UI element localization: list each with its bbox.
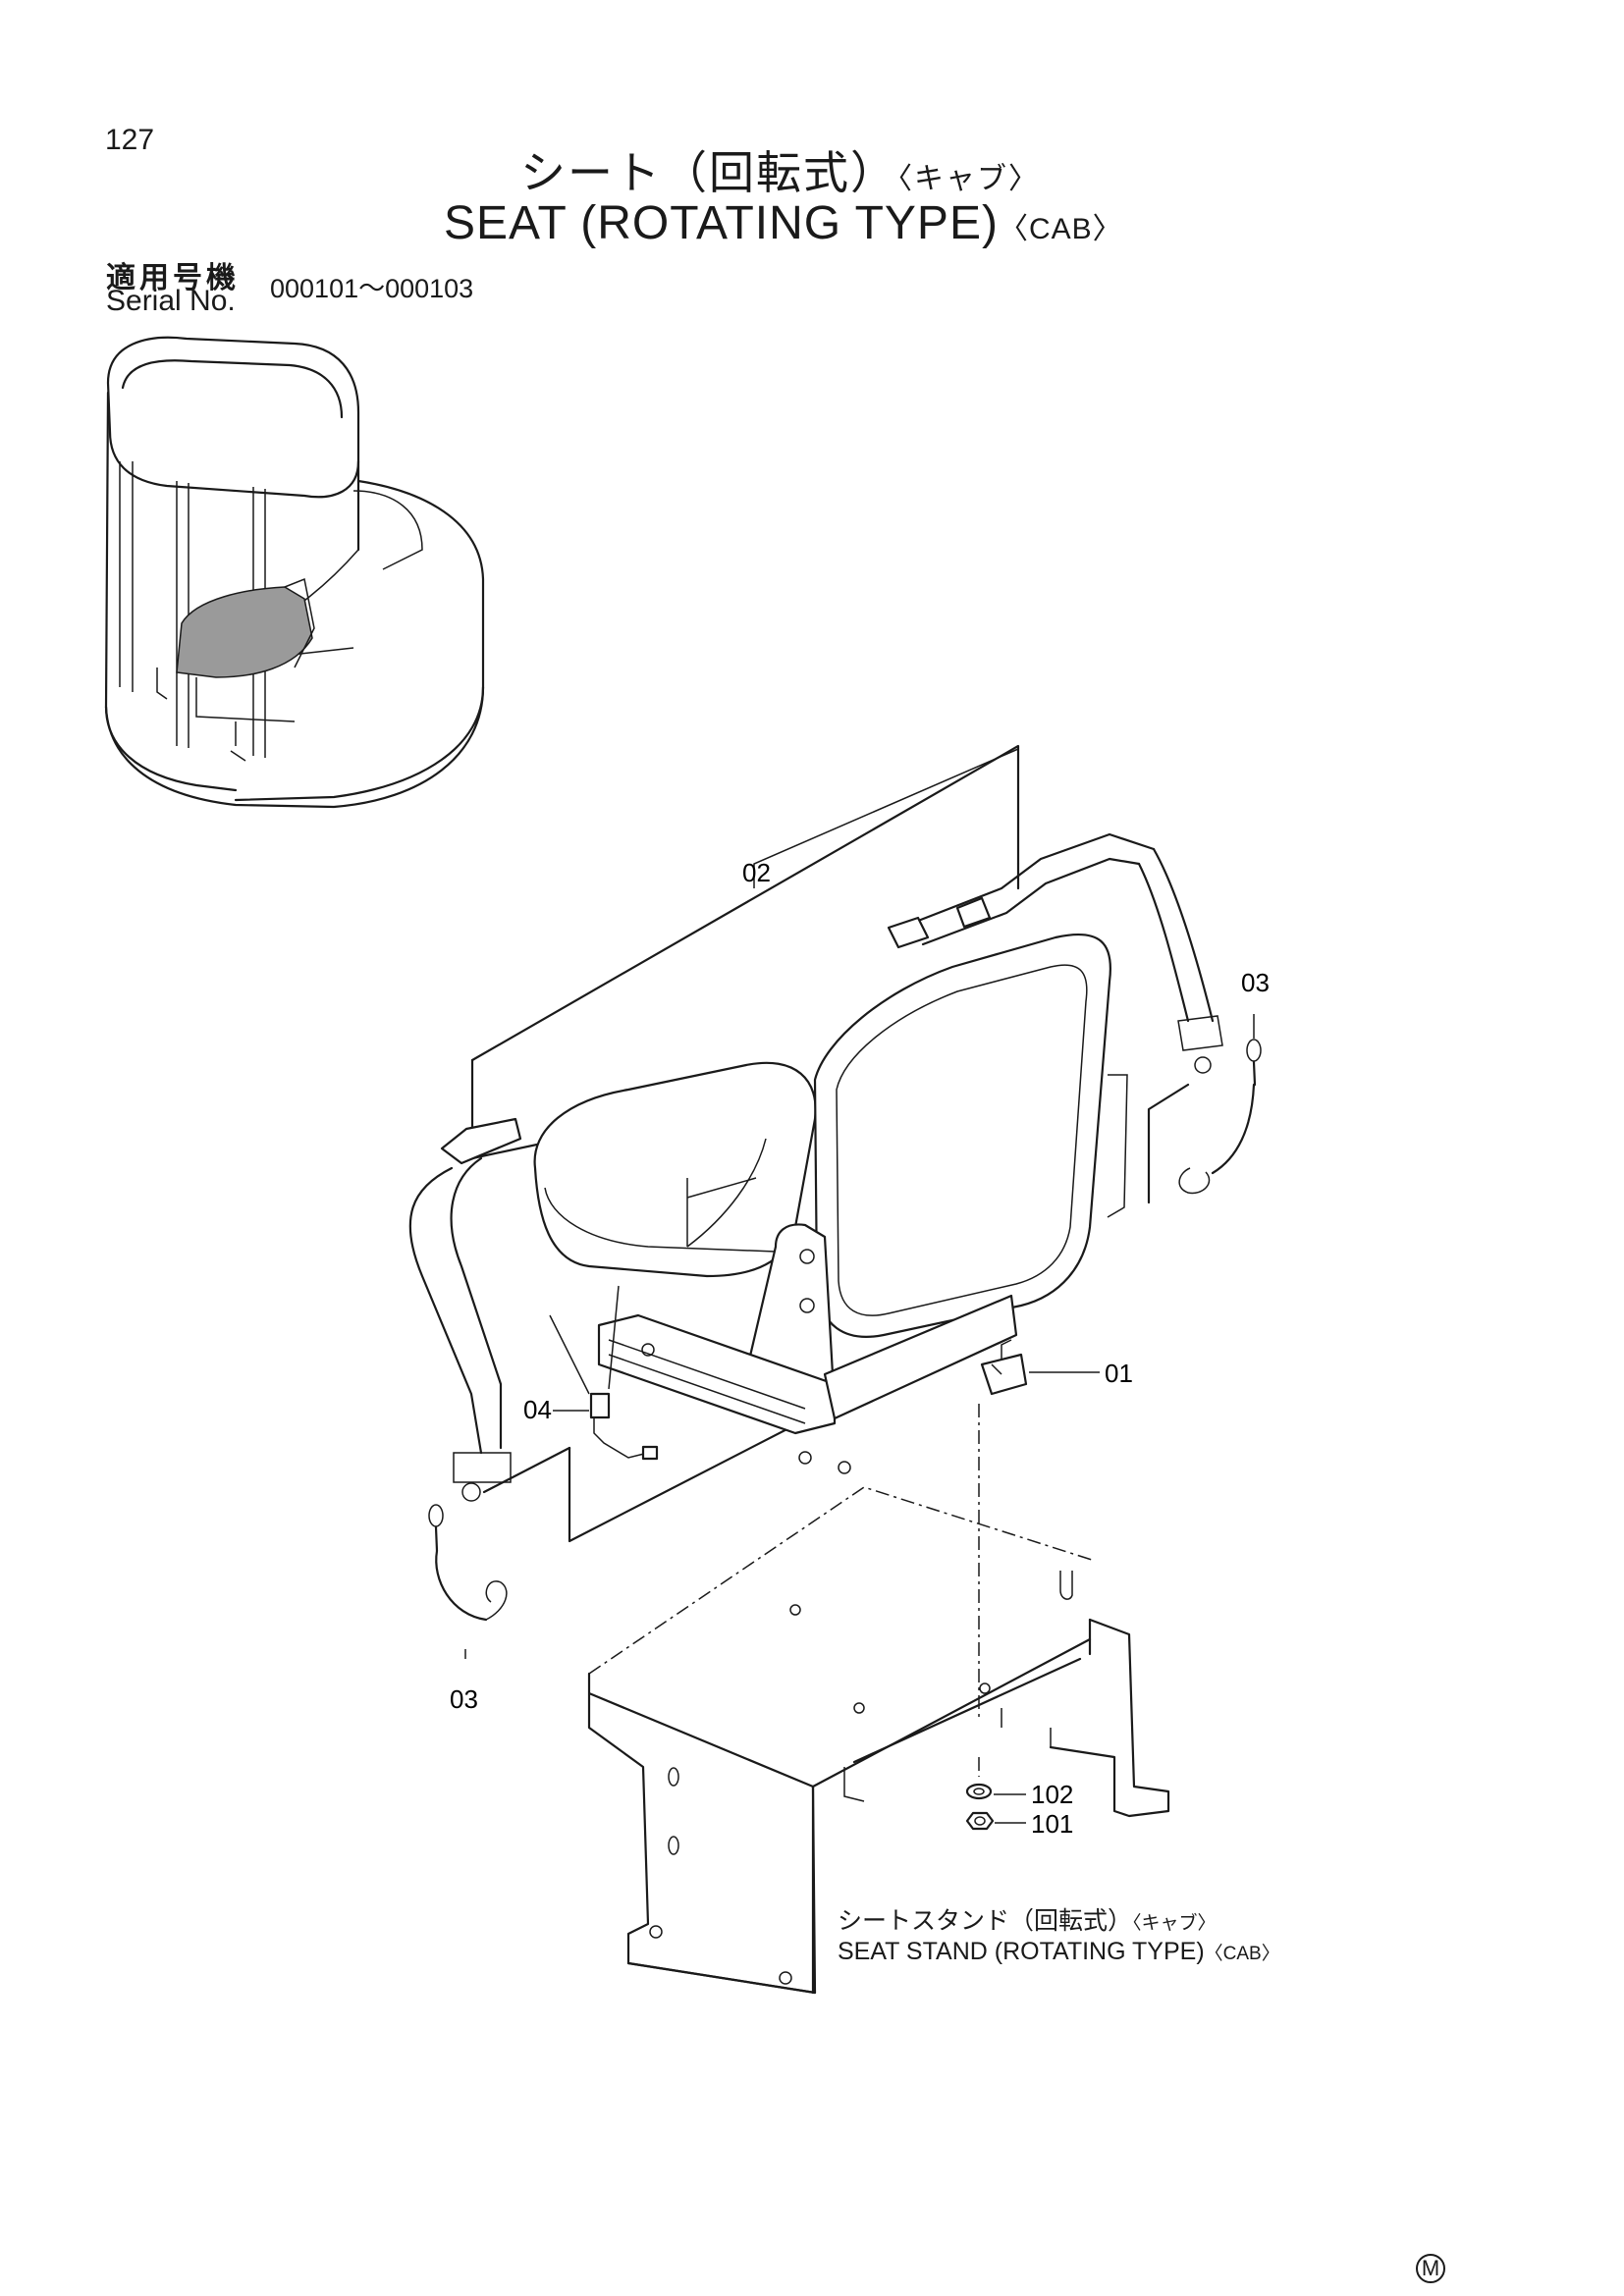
title-en: SEAT (ROTATING TYPE)〈CAB〉 [444, 196, 1123, 250]
seat-cushion [533, 1061, 817, 1278]
callout-03-bottom: 03 [450, 1684, 478, 1714]
seat-stand-label-jp-main: シートスタンド（回転式） [838, 1907, 1133, 1935]
title-jp-sub: 〈キャブ〉 [897, 163, 1040, 195]
serial-range: 000101～000103 [270, 274, 474, 303]
seat-belt-right [887, 832, 1223, 1074]
washer-and-nut [965, 1783, 995, 1831]
callout-101: 101 [1031, 1809, 1073, 1839]
callout-03-top: 03 [1241, 968, 1270, 997]
seat-stand-label-en-sub: 〈CAB〉 [1204, 1944, 1280, 1964]
slide-rail [597, 1294, 1028, 1474]
cab-overview-drawing [104, 336, 485, 809]
tether-cable-right [1178, 1039, 1262, 1195]
callout-01: 01 [1105, 1359, 1133, 1388]
callout-102: 102 [1031, 1780, 1073, 1809]
callout-04: 04 [523, 1395, 552, 1424]
seat-stand-label-en: SEAT STAND (ROTATING TYPE)〈CAB〉 [838, 1938, 1280, 1966]
title-en-main: SEAT (ROTATING TYPE) [444, 197, 999, 249]
seat-stand-label-jp-sub: 〈キャブ〉 [1132, 1913, 1217, 1934]
circled-m-mark: M [1416, 2254, 1445, 2283]
title-jp: シート（回転式）〈キャブ〉 [520, 137, 1040, 202]
seat-assembly-bracket [470, 744, 1190, 1543]
seat-stand-label-jp: シートスタンド（回転式）〈キャブ〉 [838, 1901, 1217, 1937]
title-jp-main: シート（回転式） [520, 147, 897, 198]
serial-label-en: Serial No. [106, 285, 236, 317]
serial-label-jp: 適用号機 [106, 262, 240, 294]
title-en-sub: 〈CAB〉 [998, 213, 1123, 245]
tether-cable-left [428, 1504, 508, 1622]
seat-back [686, 933, 1128, 1338]
callout-leaders [464, 1014, 1255, 1824]
seat-belt-left [408, 1117, 522, 1502]
seat-stand-label-en-main: SEAT STAND (ROTATING TYPE) [838, 1938, 1205, 1965]
page-number: 127 [105, 124, 155, 156]
seat-stand [587, 1404, 1170, 1995]
seat-switch [549, 1285, 659, 1461]
callout-02: 02 [742, 858, 771, 887]
